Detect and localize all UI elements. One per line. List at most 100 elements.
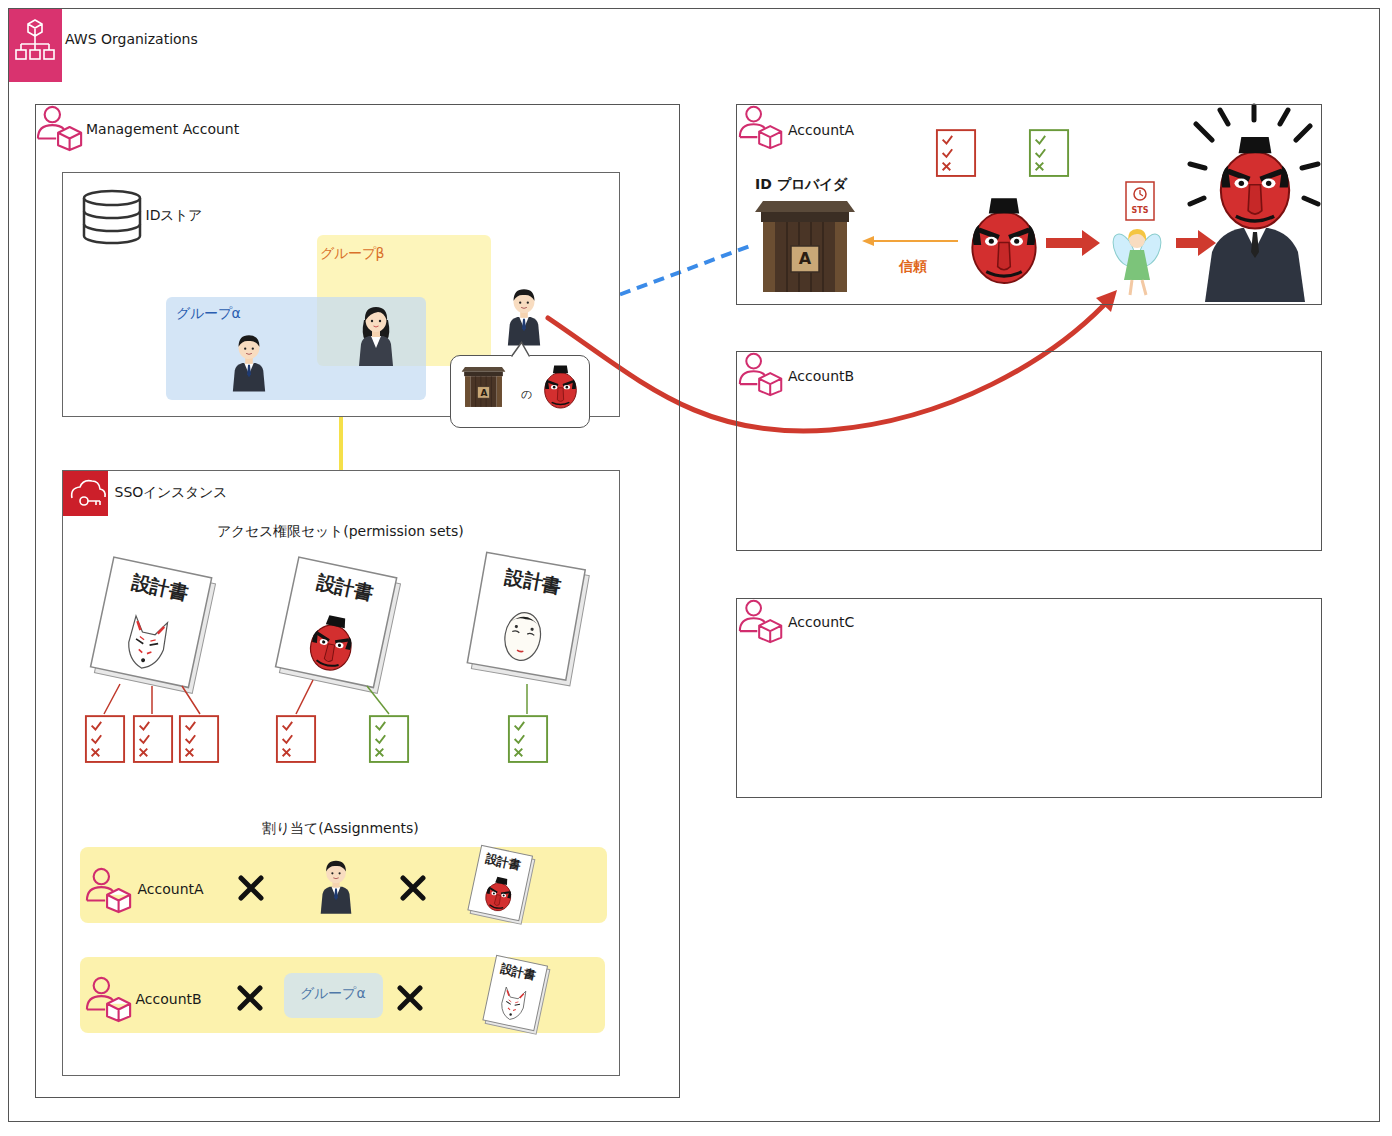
organizations-icon <box>8 8 62 82</box>
bubble-art <box>511 342 529 356</box>
fairy-figure <box>1128 229 1146 241</box>
policy-sheet <box>1030 130 1068 176</box>
trust-label: 信頼 <box>899 258 927 274</box>
policy-lines <box>104 680 527 714</box>
angry-figure <box>1190 106 1318 302</box>
bubble-art <box>544 365 576 407</box>
database-icon <box>84 191 140 243</box>
design-book <box>306 613 357 674</box>
angry-figure <box>1221 137 1289 229</box>
book-title: 設計書 <box>484 853 522 874</box>
group-members <box>359 307 393 366</box>
box-label: AccountA <box>138 881 204 898</box>
flow-arrow <box>1046 230 1100 256</box>
organizations-icon <box>16 50 26 59</box>
trust-arrow <box>872 240 958 242</box>
organizations-icon <box>8 8 62 82</box>
assignment-art <box>482 955 547 1030</box>
box-label: IDストア <box>146 207 203 224</box>
sts-icon <box>1126 182 1154 220</box>
sso-icon <box>72 481 105 498</box>
design-book <box>90 557 217 693</box>
sso-icon <box>80 497 88 505</box>
trust-arrow <box>862 236 958 246</box>
book-title: 設計書 <box>499 963 537 984</box>
assume-arrow <box>548 305 1104 431</box>
assignment-art <box>86 868 129 911</box>
account-boundary: AccountB <box>736 351 1322 551</box>
assignment-art <box>241 878 261 898</box>
sts-label: STS <box>1132 206 1149 215</box>
database-icon <box>84 191 140 205</box>
fairy-figure <box>1124 250 1150 280</box>
role-mask <box>972 198 1035 283</box>
bubble-art <box>513 355 528 359</box>
assignment-art <box>467 845 535 924</box>
policy-lines <box>367 686 389 714</box>
connector <box>339 417 343 470</box>
assignment-art <box>467 845 532 920</box>
assume-arrow <box>1096 290 1117 312</box>
account-boundary: AccountAID プロバイダ <box>736 104 1322 305</box>
group-chip: グループα <box>284 973 383 1018</box>
box-label: AccountB <box>788 368 854 385</box>
policy-sheet <box>509 716 547 762</box>
gate-letter: A <box>481 388 488 398</box>
section-heading: 割り当て(Assignments) <box>63 820 618 837</box>
fairy-figure <box>1130 280 1146 295</box>
policy-sheet <box>134 716 172 762</box>
organizations-icon <box>28 20 42 36</box>
box-label: グループα <box>284 985 383 1002</box>
organization-boundary: AWS OrganizationsManagement AccountIDストア… <box>8 8 1380 1122</box>
trust-arrow <box>862 236 874 246</box>
bubble-art <box>451 356 588 426</box>
account-icon <box>38 107 81 150</box>
organizations-icon <box>30 50 40 59</box>
box-label: Management Account <box>86 121 239 138</box>
assignment-row: AccountA <box>80 847 607 923</box>
sso-icon <box>88 501 100 505</box>
design-book <box>124 616 169 672</box>
book-title: 設計書 <box>130 571 190 604</box>
box-label: SSOインスタンス <box>115 484 228 501</box>
angry-figure <box>1205 228 1305 302</box>
box-label: AccountA <box>788 122 854 139</box>
box-label: グループα <box>176 305 241 322</box>
sts-icon <box>1126 182 1154 220</box>
box-label: AccountC <box>788 614 854 631</box>
sts-icon <box>1140 190 1143 196</box>
organizations-icon <box>21 36 49 50</box>
policy-lines <box>296 680 313 714</box>
assignment-art <box>403 878 423 898</box>
flow-arrow <box>1176 230 1216 256</box>
policy-sheet <box>277 716 315 762</box>
account-icon <box>740 601 781 642</box>
assignment-art <box>86 977 129 1020</box>
design-book <box>466 552 590 685</box>
organizations-icon <box>16 20 54 59</box>
user-figure <box>508 289 540 345</box>
assignment-art <box>320 860 351 913</box>
connector <box>620 245 752 294</box>
box-label: AWS Organizations <box>65 31 198 48</box>
account-icon <box>740 107 781 148</box>
book-title: 設計書 <box>315 571 375 604</box>
group-box: グループα <box>166 297 426 400</box>
section-heading: アクセス権限セット(permission sets) <box>63 523 618 540</box>
box-label: AccountB <box>136 991 202 1008</box>
design-book <box>91 557 212 687</box>
group-members <box>232 335 264 391</box>
database-icon <box>84 211 140 231</box>
organizations-icon <box>44 50 54 59</box>
fairy-figure <box>1109 229 1166 295</box>
policy-sheet <box>86 716 124 762</box>
sso-icon <box>62 470 108 516</box>
assignment-art <box>482 955 550 1034</box>
account-boundary: AccountC <box>736 598 1322 798</box>
design-book <box>275 557 402 693</box>
policy-lines <box>526 684 528 714</box>
gate-letter: A <box>799 250 811 268</box>
policy-sheet <box>370 716 408 762</box>
